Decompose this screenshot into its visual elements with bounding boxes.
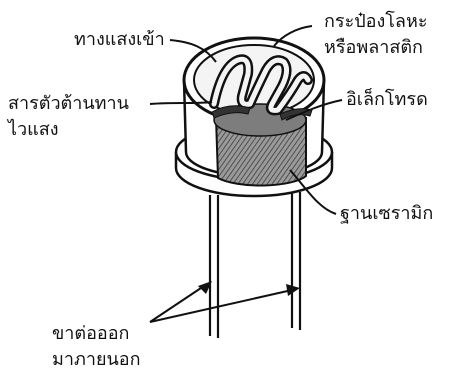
leader-arrowheads	[198, 281, 300, 296]
label-photoresistor-line2: ไวแสง	[8, 118, 59, 142]
label-electrode: อิเล็กโทรด	[346, 88, 428, 112]
label-ceramic-base: ฐานเซรามิก	[340, 202, 433, 226]
label-metal-can-line2: หรือพลาสติก	[324, 36, 423, 60]
label-photoresistor-line1: สารตัวต้านทาน	[8, 92, 129, 116]
label-light-window: ทางแสงเข้า	[74, 28, 165, 52]
label-metal-can-line1: กระป๋องโลหะ	[324, 10, 428, 34]
label-leads-line1: ขาต่อออก	[52, 322, 129, 346]
lead-wires	[210, 192, 300, 338]
label-leads-line2: มาภายนอก	[52, 348, 141, 372]
